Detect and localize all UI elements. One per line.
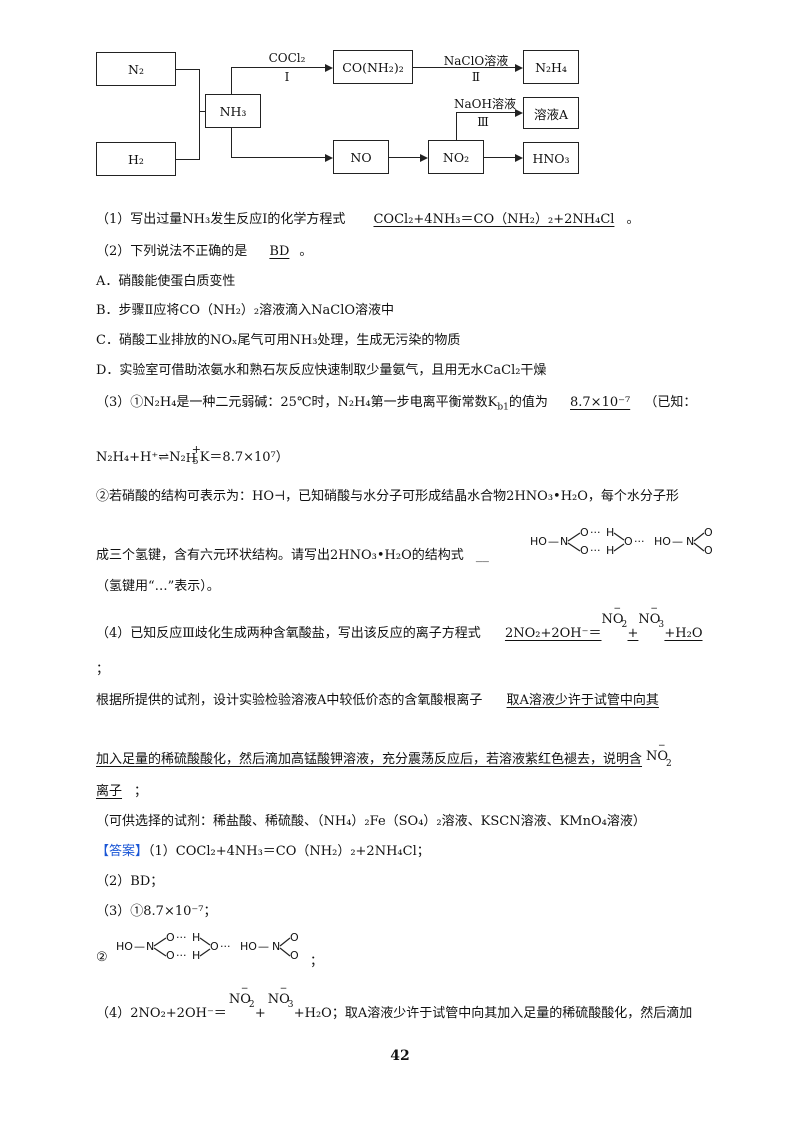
question-3-line2: ②若硝酸的结构可表示为：HO⊣，已知硝酸与水分子可形成结晶水合物2HNO₃•H₂… bbox=[96, 489, 679, 504]
reaction-3-number: Ⅲ bbox=[477, 115, 489, 129]
answer-tag: 【答案】 bbox=[96, 844, 149, 859]
box-no2: NO₂ bbox=[428, 140, 484, 174]
answer-2-blank: BD bbox=[269, 244, 290, 259]
question-4-answer-line: 加入足量的稀硫酸酸化，然后滴加高锰酸钾溶液，充分震荡反应后，若溶液紫红色褪去，说… bbox=[96, 741, 672, 769]
box-nh3: NH₃ bbox=[205, 94, 261, 128]
hydrate-structure-answer: HO — N O O ··· ··· H H O ··· HO — N O O bbox=[116, 931, 299, 962]
box-n2: N₂ bbox=[96, 52, 176, 86]
option-b: B．步骤Ⅱ应将CO（NH₂）₂溶液滴入NaClO溶液中 bbox=[96, 303, 395, 318]
answer-line-3b: ② bbox=[96, 950, 108, 965]
page-number: 42 bbox=[390, 1048, 410, 1064]
question-3-line1: （3）①N₂H₄是一种二元弱碱：25℃时，N₂H₄第一步电离平衡常数Kb1的值为… bbox=[96, 395, 697, 413]
answer-1-blank: COCl₂+4NH₃＝CO（NH₂）₂+2NH₄Cl bbox=[373, 212, 615, 227]
box-urea: CO(NH₂)₂ bbox=[333, 50, 413, 84]
answer-line-1: 【答案】（1）COCl₂+4NH₃＝CO（NH₂）₂+2NH₄Cl； bbox=[96, 844, 430, 859]
answer-3-kb-blank: 8.7×10⁻⁷ bbox=[570, 395, 631, 410]
question-3-note: （氢键用“…”表示）。 bbox=[96, 579, 220, 594]
box-solution-a: 溶液A bbox=[523, 97, 579, 129]
box-n2h4: N₂H₄ bbox=[523, 50, 579, 84]
question-2: （2）下列说法不正确的是 BD。 bbox=[96, 244, 313, 259]
question-3-line3: 成三个氢键，含有六元环状结构。请写出2HNO₃•H₂O的结构式 __ bbox=[96, 548, 489, 563]
answer-line-3b-end: ； bbox=[310, 954, 324, 969]
hydrate-structure-question: HO — N O O ··· ··· H H O ··· HO — N O O bbox=[530, 526, 713, 557]
reaction-2-reagent: NaClO溶液 bbox=[443, 54, 509, 68]
reaction-1-number: Ⅰ bbox=[284, 70, 290, 84]
question-4-answer-end: 离子； bbox=[96, 784, 148, 799]
answer-4-equation-blank: 2NO₂+2OH⁻＝NO−2 +NO−3 +H₂O bbox=[504, 604, 703, 641]
question-4-semicolon: ； bbox=[96, 662, 110, 677]
question-4-line2: 根据所提供的试剂，设计实验检验溶液A中较低价态的含氧酸根离子 取A溶液少许于试管… bbox=[96, 693, 659, 708]
answer-line-2: （2）BD； bbox=[96, 874, 164, 889]
answer-line-4: （4）2NO₂+2OH⁻＝NO−2 +NO−3 +H₂O；取A溶液少许于试管中向… bbox=[96, 984, 693, 1021]
box-h2: H₂ bbox=[96, 142, 176, 176]
question-1: （1）写出过量NH₃发生反应Ⅰ的化学方程式 COCl₂+4NH₃＝CO（NH₂）… bbox=[96, 212, 640, 227]
option-c: C．硝酸工业排放的NOₓ尾气可用NH₃处理，生成无污染的物质 bbox=[96, 333, 461, 348]
question-4-line1: （4）已知反应Ⅲ歧化生成两种含氧酸盐，写出该反应的离子方程式 2NO₂+2OH⁻… bbox=[96, 604, 703, 641]
reaction-1-reagent: COCl₂ bbox=[268, 51, 306, 65]
box-hno3: HNO₃ bbox=[523, 142, 579, 174]
reaction-3-reagent: NaOH溶液 bbox=[454, 97, 516, 111]
box-no: NO bbox=[333, 140, 389, 174]
reaction-2-number: Ⅱ bbox=[471, 70, 481, 84]
answer-line-3: （3）①8.7×10⁻⁷； bbox=[96, 904, 217, 919]
option-a: A．硝酸能使蛋白质变性 bbox=[96, 274, 236, 289]
option-d: D．实验室可借助浓氨水和熟石灰反应快速制取少量氨气，且用无水CaCl₂干燥 bbox=[96, 363, 547, 378]
question-4-reagents: （可供选择的试剂：稀盐酸、稀硫酸、（NH₄）₂Fe（SO₄）₂溶液、KSCN溶液… bbox=[96, 814, 646, 829]
